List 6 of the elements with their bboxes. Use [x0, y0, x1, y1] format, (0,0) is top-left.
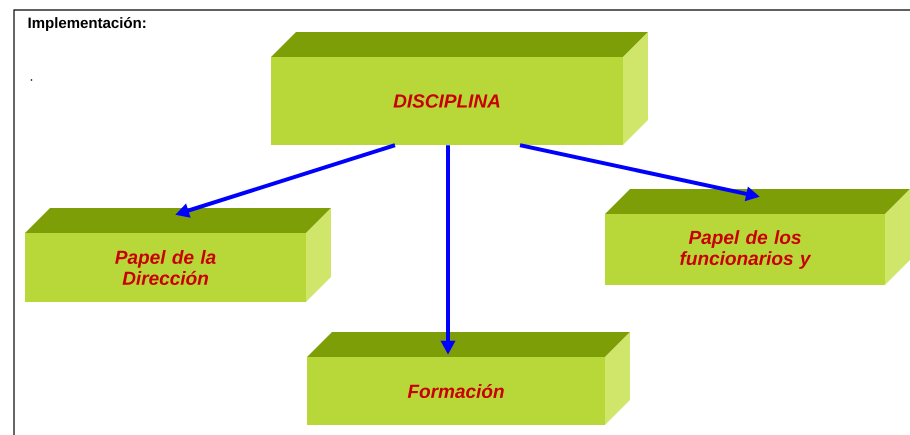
box: Papel de la Dirección	[25, 208, 331, 302]
title: Implementación:	[28, 16, 146, 32]
box: Formación	[307, 332, 630, 425]
dot-label: .	[30, 79, 32, 81]
box: DISCIPLINA	[271, 32, 648, 145]
box: Papel de los funcionarios y	[605, 189, 910, 285]
